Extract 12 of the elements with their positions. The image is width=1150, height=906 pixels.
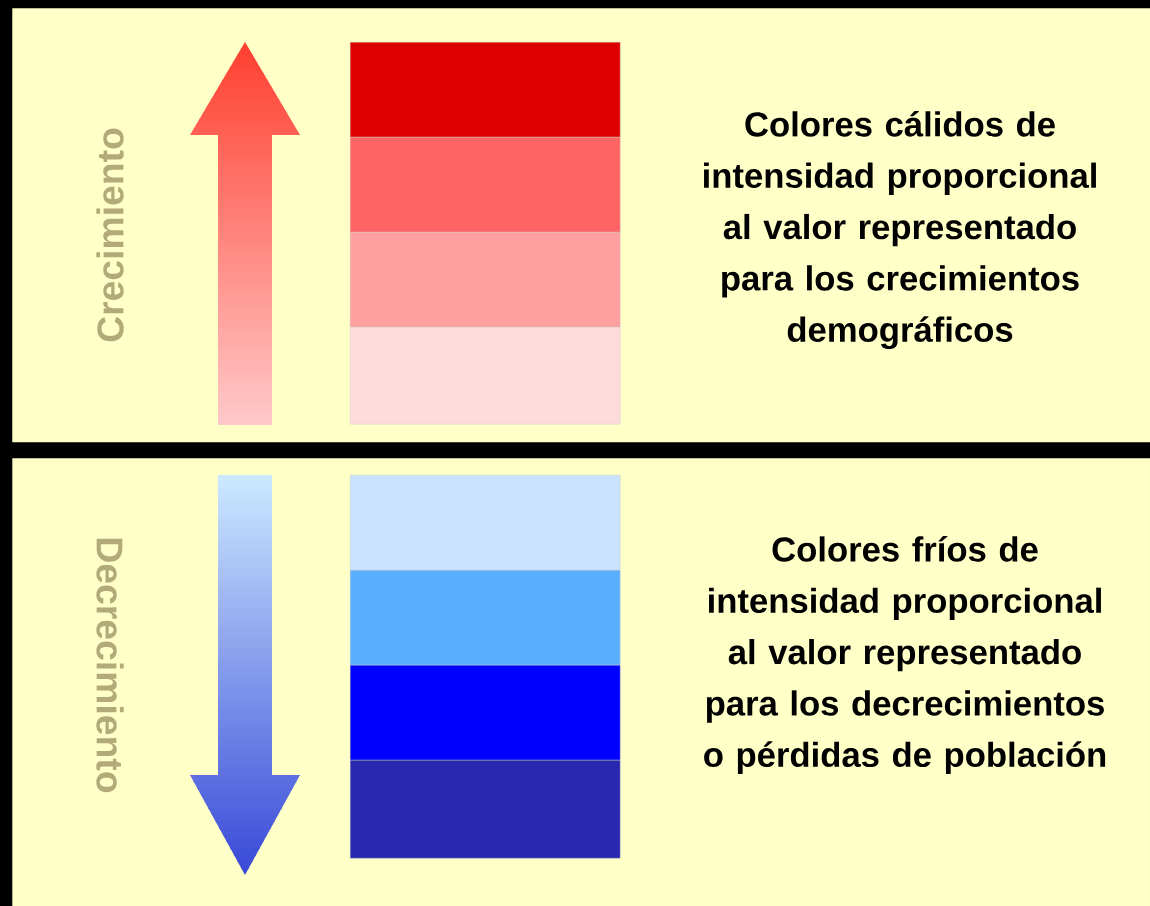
axis-label: Decrecimiento — [96, 538, 124, 793]
color-swatch — [350, 232, 621, 328]
color-swatch — [350, 665, 621, 761]
color-swatch — [350, 42, 621, 138]
color-swatch — [350, 137, 621, 233]
color-swatch — [350, 570, 621, 666]
color-swatch — [350, 327, 621, 425]
description: Colores fríos de intensidad proporcional al valor representado para los decrecimientos o pérdidas de población — [704, 536, 1106, 774]
color-swatch — [350, 475, 621, 571]
description: Colores cálidos de intensidad proporcional al valor representado para los crecimientos demográficos — [704, 110, 1096, 350]
axis-label: Crecimiento — [96, 128, 124, 342]
color-swatch — [350, 760, 621, 859]
